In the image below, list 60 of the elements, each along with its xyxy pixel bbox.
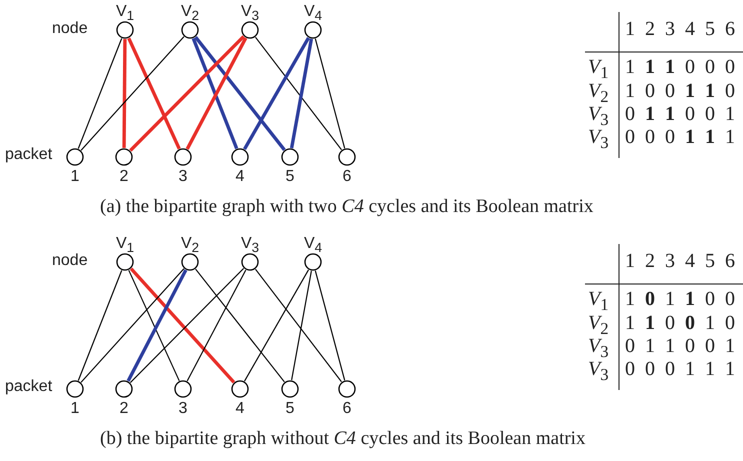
node-label: V$_{2}$ xyxy=(180,234,200,255)
edge-line xyxy=(194,36,286,151)
packet-number: 6 xyxy=(342,400,352,418)
packet-number: 4 xyxy=(236,168,244,186)
matrix-row: 1 0 0 1 1 0 xyxy=(625,80,736,103)
matrix-row: 1 0 1 1 0 0 xyxy=(625,288,736,311)
row-label: node xyxy=(52,252,88,270)
packet-number: 2 xyxy=(120,400,128,418)
edge-line xyxy=(243,36,310,150)
node-label: V$_{2}$ xyxy=(180,2,200,23)
node-label: V$_{3}$ xyxy=(240,2,260,23)
node-label: V$_{1}$ xyxy=(116,2,134,23)
row-header: V$_{1}$ xyxy=(588,288,609,315)
edge-line xyxy=(186,270,246,382)
packet-number: 2 xyxy=(120,168,128,186)
edge-line xyxy=(290,38,314,148)
edge-line xyxy=(291,270,312,380)
matrix-row: 0 0 0 1 1 1 xyxy=(625,126,736,149)
row-header: V$_{1}$ xyxy=(588,56,609,83)
row-label: packet xyxy=(5,378,52,396)
edge-line xyxy=(195,268,285,382)
node-label: V$_{4}$ xyxy=(304,2,322,23)
edge-line xyxy=(255,268,342,382)
edge-line xyxy=(80,36,184,151)
edge-line xyxy=(186,37,248,150)
edge-line xyxy=(129,35,245,152)
row-label: packet xyxy=(5,146,52,164)
edge-line xyxy=(126,269,188,382)
edge-line xyxy=(122,38,127,148)
edge-line xyxy=(128,270,180,382)
edge-line xyxy=(314,270,346,380)
edge-line xyxy=(127,37,181,150)
edge-line xyxy=(314,38,346,148)
packet-number: 6 xyxy=(342,168,352,186)
figure-caption: (a) the bipartite graph with two C4 cycles and its Boolean matrix xyxy=(100,196,594,218)
matrix-row: 0 1 1 0 0 1 xyxy=(625,335,736,358)
packet-number: 1 xyxy=(70,400,80,418)
matrix-row: 1 1 0 0 1 0 xyxy=(625,312,736,335)
packet-number: 3 xyxy=(178,168,188,186)
edge-line xyxy=(192,38,238,150)
edge-line xyxy=(255,36,342,150)
column-header: 1 2 3 4 5 6 xyxy=(625,18,736,41)
edge-line xyxy=(80,268,184,383)
packet-number: 1 xyxy=(70,168,80,186)
column-header: 1 2 3 4 5 6 xyxy=(625,250,736,273)
matrix-row: 0 0 0 1 1 1 xyxy=(625,358,736,381)
figure-caption: (b) the bipartite graph without C4 cycles and its Boolean matrix xyxy=(100,428,586,450)
edge-line xyxy=(78,38,122,149)
packet-number: 5 xyxy=(286,168,294,186)
row-label: node xyxy=(52,20,88,38)
matrix-row: 1 1 1 0 0 0 xyxy=(625,56,736,79)
packet-number: 5 xyxy=(286,400,294,418)
matrix-row: 0 1 1 0 0 1 xyxy=(625,103,736,126)
packet-number: 3 xyxy=(178,400,188,418)
node-label: V$_{4}$ xyxy=(304,234,322,255)
packet-number: 4 xyxy=(236,400,244,418)
node-label: V$_{1}$ xyxy=(116,234,134,255)
node-label: V$_{3}$ xyxy=(240,234,260,255)
edge-line xyxy=(244,270,309,382)
edge-line xyxy=(78,270,122,381)
